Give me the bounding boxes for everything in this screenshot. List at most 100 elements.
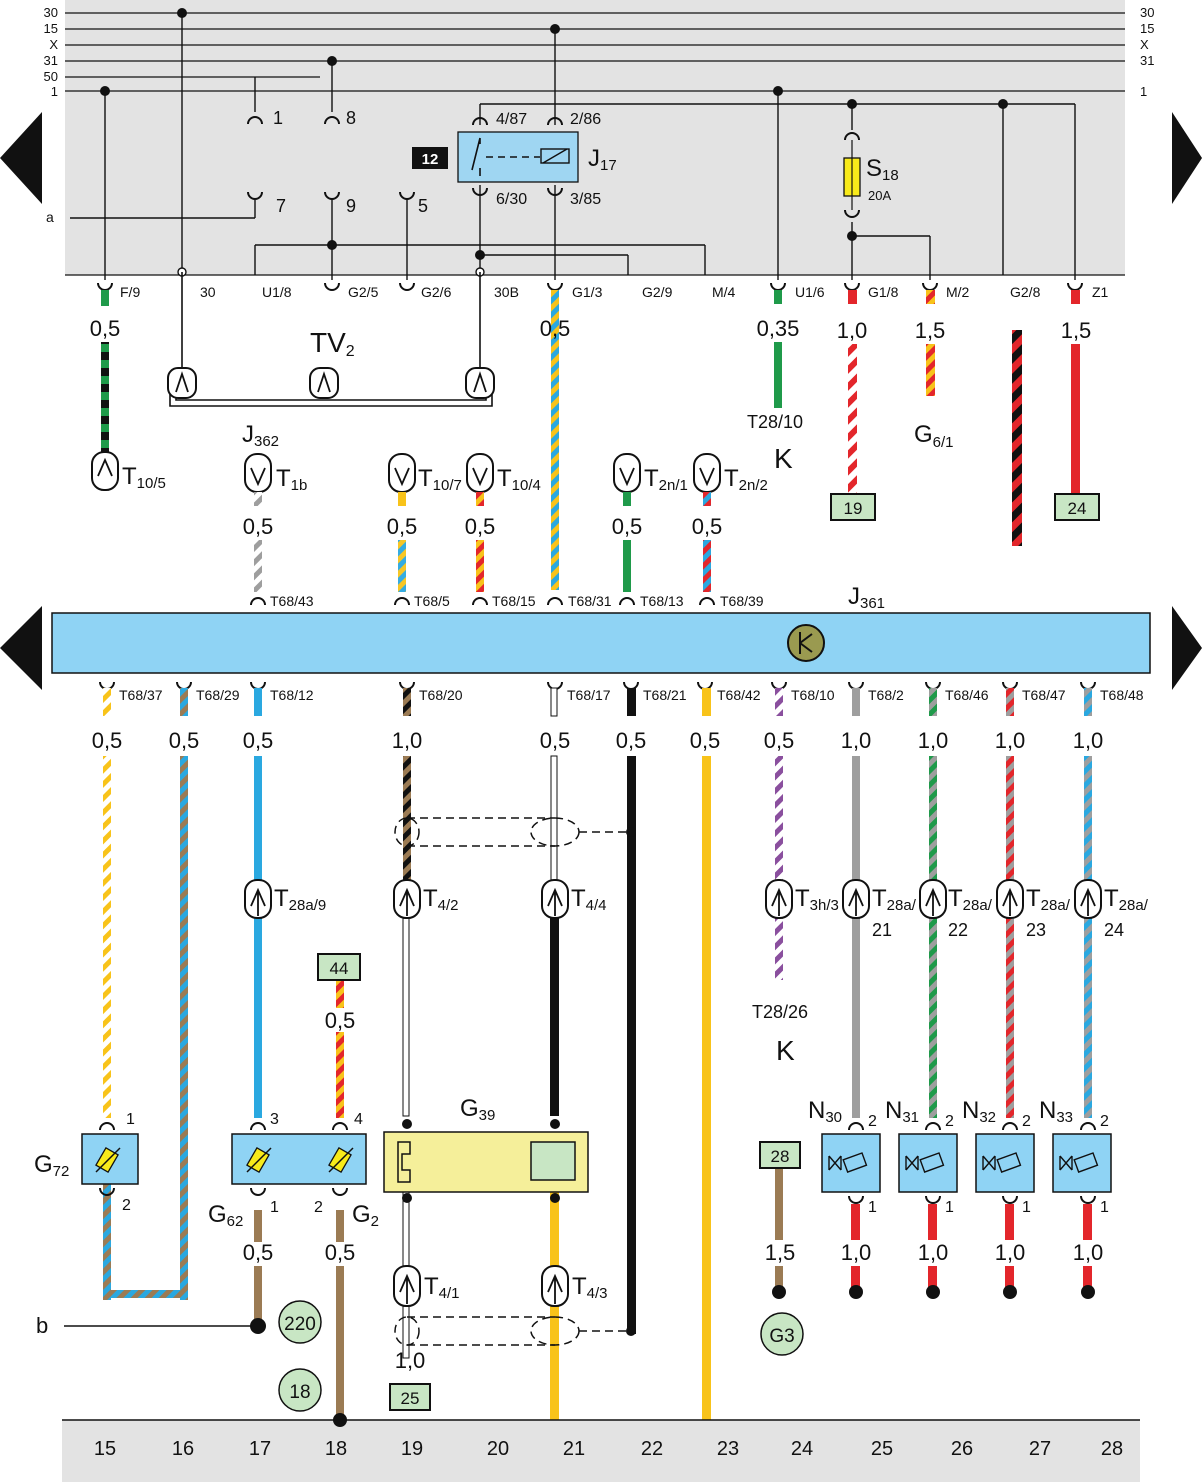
connector-sub2: 24 bbox=[1104, 920, 1124, 940]
connector-t10-5[interactable] bbox=[91, 451, 119, 491]
panel-connector: M/2 bbox=[946, 284, 970, 300]
ref-24: 24 bbox=[1068, 499, 1087, 518]
fuse-label: S18 bbox=[866, 155, 899, 184]
panel-connector: G1/8 bbox=[868, 284, 899, 300]
slot-number: 7 bbox=[276, 196, 286, 216]
rail-label: 1 bbox=[51, 84, 58, 99]
next-page-arrow-mid[interactable] bbox=[1172, 606, 1202, 690]
lower-connector-label: T4/1 bbox=[424, 1273, 460, 1302]
ecu-pin: T68/21 bbox=[643, 687, 687, 703]
wire-gauge: 1,5 bbox=[765, 1240, 796, 1265]
slot-number: 1 bbox=[273, 108, 283, 128]
valve-pin: 1 bbox=[945, 1199, 954, 1216]
rail-label: 31 bbox=[1140, 53, 1154, 68]
mid-connector-label: T10/7 bbox=[418, 465, 462, 494]
panel-connector: G2/9 bbox=[642, 284, 673, 300]
ecu-label: J361 bbox=[848, 583, 885, 612]
panel-connector: M/4 bbox=[712, 284, 736, 300]
rail-label: 15 bbox=[44, 21, 58, 36]
ecu-pin: T68/2 bbox=[868, 687, 904, 703]
tv2-connectors bbox=[167, 367, 495, 399]
ecu-j361[interactable] bbox=[51, 612, 1151, 674]
ecu-pin: T68/20 bbox=[419, 687, 463, 703]
wire-gauge: 0,5 bbox=[243, 514, 274, 539]
valve-pin: 2 bbox=[868, 1113, 877, 1130]
ecu-pin: T68/47 bbox=[1022, 687, 1066, 703]
wire-gauge: 0,5 bbox=[616, 728, 647, 753]
wire-gauge: 0,5 bbox=[92, 728, 123, 753]
ref-box-25[interactable] bbox=[389, 1383, 431, 1411]
ground-g3[interactable] bbox=[760, 1312, 804, 1356]
lower-connector-label: T28a/ bbox=[1104, 885, 1149, 914]
valve-label: N31 bbox=[885, 1097, 919, 1126]
panel-connector: G2/5 bbox=[348, 284, 379, 300]
ecu-pin: T68/43 bbox=[270, 593, 314, 609]
valve-n33[interactable] bbox=[1052, 1133, 1112, 1193]
wire-gauge: 1,0 bbox=[995, 728, 1026, 753]
ecu-pin: T68/29 bbox=[196, 687, 240, 703]
column-number: 19 bbox=[401, 1438, 423, 1460]
column-number: 27 bbox=[1029, 1438, 1051, 1460]
wire-gauge: 0,5 bbox=[325, 1008, 356, 1033]
g62-label: G62 bbox=[208, 1201, 243, 1230]
wire-gauge: 1,0 bbox=[837, 318, 868, 343]
wire-gauge: 0,5 bbox=[243, 728, 274, 753]
g39-label: G39 bbox=[460, 1095, 495, 1124]
valve-label: N33 bbox=[1039, 1097, 1073, 1126]
valve-n30[interactable] bbox=[821, 1133, 881, 1193]
lower-connector-label: T28a/ bbox=[872, 885, 917, 914]
ref-box-19[interactable] bbox=[830, 493, 876, 521]
j362-label: J362 bbox=[242, 421, 279, 450]
ecu-transistor-icon bbox=[787, 624, 825, 662]
panel-sockets bbox=[247, 116, 860, 218]
ref-box-24[interactable] bbox=[1054, 493, 1100, 521]
prev-page-arrow-mid[interactable] bbox=[0, 606, 42, 690]
connector-sub2: 23 bbox=[1026, 920, 1046, 940]
ground-k-label: K bbox=[774, 443, 793, 474]
power-rails bbox=[65, 12, 1125, 276]
valve-n31[interactable] bbox=[898, 1133, 958, 1193]
relay-pin: 2/86 bbox=[570, 111, 601, 128]
ref-19: 19 bbox=[844, 499, 863, 518]
lower-wires bbox=[103, 687, 1092, 1453]
wire-gauge: 0,5 bbox=[692, 514, 723, 539]
wire-gauge: 0,5 bbox=[540, 728, 571, 753]
ref-box-44[interactable] bbox=[317, 953, 361, 981]
rail-labels-left: 30 15 X 31 50 1 a bbox=[44, 5, 59, 225]
wire-gauge: 1,0 bbox=[1073, 1240, 1104, 1265]
next-page-arrow-top[interactable] bbox=[1172, 112, 1202, 204]
column-number: 22 bbox=[641, 1438, 663, 1460]
rail-label: X bbox=[1140, 37, 1149, 52]
ref-box-28[interactable] bbox=[759, 1141, 801, 1169]
ecu-pin: T68/12 bbox=[270, 687, 314, 703]
valve-pin: 1 bbox=[1022, 1199, 1031, 1216]
ecu-pin: T68/42 bbox=[717, 687, 761, 703]
wire-gauge: 1,0 bbox=[392, 728, 423, 753]
panel-connector: Z1 bbox=[1092, 284, 1109, 300]
relay-pin: 3/85 bbox=[570, 191, 601, 208]
ground-18[interactable] bbox=[278, 1368, 322, 1412]
g6-label: G6/1 bbox=[914, 421, 954, 451]
wire-gauge: 0,5 bbox=[325, 1240, 356, 1265]
valve-label: N32 bbox=[962, 1097, 996, 1126]
slot-number: 8 bbox=[346, 108, 356, 128]
valve-n32[interactable] bbox=[975, 1133, 1035, 1193]
mid-connector-label: T1b bbox=[276, 465, 307, 494]
column-number: 23 bbox=[717, 1438, 739, 1460]
ecu-pin: T68/15 bbox=[492, 593, 536, 609]
valve-pin: 1 bbox=[1100, 1199, 1109, 1216]
ground-220[interactable] bbox=[278, 1300, 322, 1344]
lower-connector-label: T4/3 bbox=[572, 1273, 608, 1302]
ecu-pin: T68/48 bbox=[1100, 687, 1144, 703]
sensor-pin: 2 bbox=[122, 1197, 131, 1214]
column-number: 17 bbox=[249, 1438, 271, 1460]
column-number: 26 bbox=[951, 1438, 973, 1460]
rail-label: 50 bbox=[44, 69, 58, 84]
wire-gauge: 0,5 bbox=[387, 514, 418, 539]
prev-page-arrow-top[interactable] bbox=[0, 112, 42, 204]
wire-gauge: 1,0 bbox=[995, 1240, 1026, 1265]
panel-connector: G2/6 bbox=[421, 284, 452, 300]
wire-gauge: 0,5 bbox=[764, 728, 795, 753]
lower-connector-label: T28a/ bbox=[1026, 885, 1071, 914]
valve-pin: 2 bbox=[945, 1113, 954, 1130]
